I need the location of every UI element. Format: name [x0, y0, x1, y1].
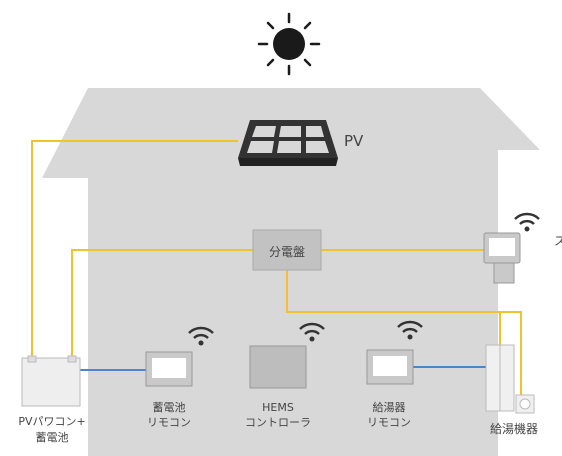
- wall-remote-device: [483, 232, 521, 284]
- water-heater-label: 給湯機器: [490, 421, 538, 436]
- sun-icon: [257, 12, 321, 76]
- pv-power-conditioner: [21, 355, 81, 407]
- wifi-icon: [299, 322, 325, 342]
- battery-remote-label-2: リモコン: [147, 416, 191, 429]
- wifi-icon: [514, 212, 540, 232]
- hems-label-1: HEMS: [262, 401, 294, 414]
- wifi-icon: [188, 326, 214, 346]
- battery-remote-label-1: 蓄電池: [153, 401, 186, 414]
- water-heater-unit: [485, 344, 535, 414]
- distribution-board-label: 分電盤: [269, 245, 305, 259]
- water-heater-remote: [366, 349, 414, 385]
- pv-conditioner-label-2: 蓄電池: [36, 431, 69, 444]
- battery-remote: [145, 351, 193, 387]
- hems-label-2: コントローラ: [245, 416, 311, 429]
- distribution-board: 分電盤: [252, 229, 322, 271]
- wifi-icon: [397, 320, 423, 340]
- pv-conditioner-label-1: PVパワコン+: [18, 415, 85, 428]
- comm-lines: [72, 366, 486, 371]
- water-heater-remote-label-2: リモコン: [367, 416, 411, 429]
- power-lines: [31, 140, 522, 395]
- pv-label: PV: [344, 132, 364, 150]
- water-heater-remote-label-1: 給湯器: [373, 400, 406, 414]
- solar-panel-icon: [238, 120, 338, 166]
- hems-controller: [249, 345, 307, 389]
- cut-off-label: ス: [554, 234, 562, 248]
